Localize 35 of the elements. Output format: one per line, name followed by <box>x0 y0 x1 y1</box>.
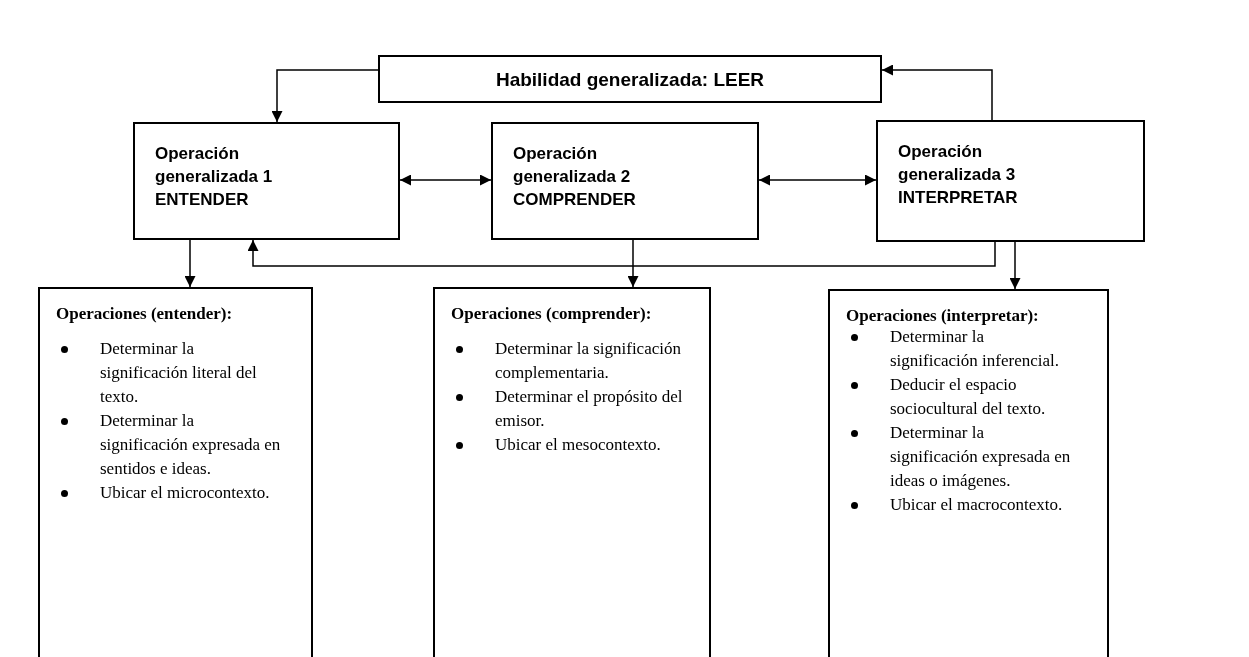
arrow <box>1009 241 1021 290</box>
arrow <box>627 239 639 288</box>
process-box <box>491 122 759 240</box>
process-box <box>876 120 1145 242</box>
list-item: Determinar el propósito del emisor. <box>495 386 684 432</box>
list-item: Ubicar el macrocontexto. <box>890 494 1064 516</box>
operation-label: COMPRENDER <box>513 189 637 211</box>
process-box <box>378 55 882 103</box>
list-item: Deducir el espacio sociocultural del texto. <box>890 374 1047 420</box>
heading-text: Habilidad generalizada: LEER <box>495 67 765 91</box>
list-heading: Operaciones (entender): <box>56 303 233 325</box>
list-item: Determinar la significación literal del texto. <box>100 338 258 408</box>
operations-box <box>828 289 1109 657</box>
arrow <box>399 174 492 186</box>
list-item: Ubicar el mesocontexto. <box>495 434 662 456</box>
arrow <box>247 239 996 267</box>
arrow <box>758 174 877 186</box>
list-heading: Operaciones (interpretar): <box>846 305 1039 327</box>
operations-box <box>433 287 711 657</box>
list-item: Determinar la significación expresada en ideas o imágenes. <box>890 422 1072 492</box>
operation-label: Operación generalizada 1 <box>155 143 274 188</box>
operation-label: ENTENDER <box>155 189 250 211</box>
arrow <box>184 239 196 288</box>
list-item: Determinar la significación complementaria. <box>495 338 682 384</box>
list-item: Determinar la significación expresada en sentidos e ideas. <box>100 410 282 480</box>
operations-box <box>38 287 313 657</box>
operation-label: INTERPRETAR <box>898 187 1019 209</box>
operation-label: Operación generalizada 3 <box>898 141 1017 186</box>
operation-label: Operación generalizada 2 <box>513 143 632 188</box>
list-heading: Operaciones (comprender): <box>451 303 652 325</box>
arrow <box>881 64 993 121</box>
list-item: Determinar la significación inferencial. <box>890 326 1060 372</box>
list-item: Ubicar el microcontexto. <box>100 482 271 504</box>
arrow <box>271 69 379 123</box>
process-box <box>133 122 400 240</box>
